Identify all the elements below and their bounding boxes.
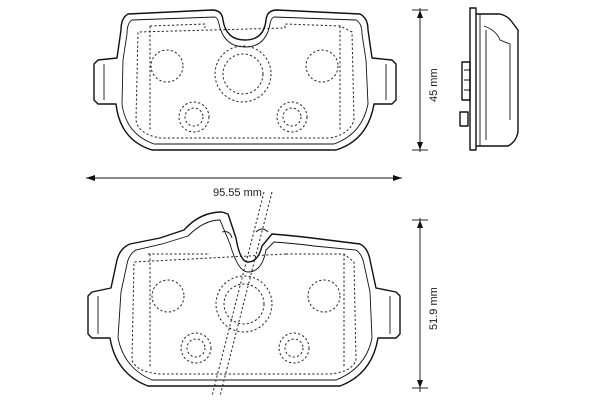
top-pad-hole-right-upper [305,49,339,83]
bottom-pad-inner-outline [117,219,373,381]
top-pad-hole-left-lower-outer [178,101,210,133]
top-pad-hole-left-upper [150,49,184,83]
top-pad-side-view [459,7,519,151]
top-pad-inner-outline [121,16,369,145]
side-view-backing-plate [469,7,477,151]
height-dimension-top: 45 mm [412,8,440,152]
top-pad-hole-center-outer [214,45,272,103]
bottom-pad-hole-center-outer [215,275,273,333]
top-pad-hole-left-lower-inner [184,107,204,127]
height-dimension-bottom: 51.9 mm [412,218,440,392]
top-pad-hole-center-inner [222,53,264,95]
width-dimension: 95.55 mm [86,175,402,199]
bottom-pad-sensor-mark-left [221,231,233,239]
bottom-pad-outline [87,211,401,387]
side-view-clip-lines [464,69,470,91]
bottom-pad-rear-view [87,211,401,387]
bottom-pad-hole-right-lower-inner [284,338,304,358]
bottom-pad-hole-left-upper [151,279,185,313]
bottom-pad-hole-right-upper [307,279,341,313]
side-view-chamfer [483,25,511,120]
side-view-friction-block [476,13,519,147]
bottom-pad-hole-center-inner [223,283,265,325]
side-view-clip [461,61,471,101]
bottom-pad-hole-left-lower-outer [180,332,212,364]
bottom-pad-sensor-mark-right [255,228,269,233]
bottom-pad-hole-right-lower-outer [278,332,310,364]
bottom-pad-friction-area [131,253,357,375]
top-pad-friction-area [135,23,355,139]
top-pad-front-view [93,9,397,151]
side-view-spring [459,111,469,127]
height-top-label: 45 mm [428,68,440,102]
height-bottom-label: 51.9 mm [428,287,440,330]
top-pad-hole-right-lower-outer [276,101,308,133]
top-pad-outline [93,9,397,151]
bottom-pad-hole-left-lower-inner [186,338,206,358]
top-pad-hole-right-lower-inner [282,107,302,127]
width-label: 95.55 mm [213,187,262,199]
